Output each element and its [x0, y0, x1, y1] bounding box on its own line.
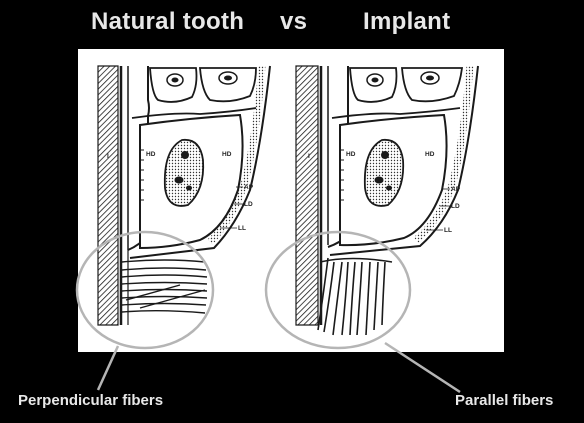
label-ap-left: AP: [244, 184, 254, 191]
callout-ring-right: [264, 230, 412, 350]
implant-diagram: I HD HD AP LD LL: [295, 65, 479, 336]
title-implant: Implant: [363, 8, 451, 35]
label-ld-left: LD: [244, 201, 253, 208]
callout-pointer-left: [96, 345, 120, 391]
label-hd-right-b: HD: [425, 151, 435, 158]
title-vs: vs: [280, 8, 308, 35]
label-ld-right: LD: [451, 203, 460, 210]
natural-tooth-diagram: I HD HD AP LD LL: [97, 65, 271, 326]
label-ll-left: LL: [238, 225, 246, 232]
parallel-fiber-bundle: [317, 257, 393, 336]
label-hd-left-a: HD: [146, 151, 156, 158]
tooth-surface: [97, 65, 119, 326]
callout-pointer-right: [384, 341, 461, 394]
label-ll-right: LL: [444, 227, 452, 234]
perpendicular-fiber-bundle: [121, 259, 208, 314]
label-i-right: I: [308, 153, 310, 160]
label-i-left: I: [107, 153, 109, 160]
callout-perpendicular-fibers: Perpendicular fibers: [18, 392, 164, 409]
label-hd-left-b: HD: [222, 151, 232, 158]
label-hd-right-a: HD: [346, 151, 356, 158]
upper-cell-right: [401, 67, 464, 103]
cell-nucleus: [363, 138, 405, 207]
callout-parallel-fibers: Parallel fibers: [455, 392, 554, 409]
label-ap-right: AP: [451, 186, 461, 193]
callout-ring-left: [75, 230, 215, 350]
cell-nucleus: [163, 138, 205, 207]
implant-surface: [295, 65, 319, 326]
title-natural-tooth: Natural tooth: [91, 8, 245, 35]
